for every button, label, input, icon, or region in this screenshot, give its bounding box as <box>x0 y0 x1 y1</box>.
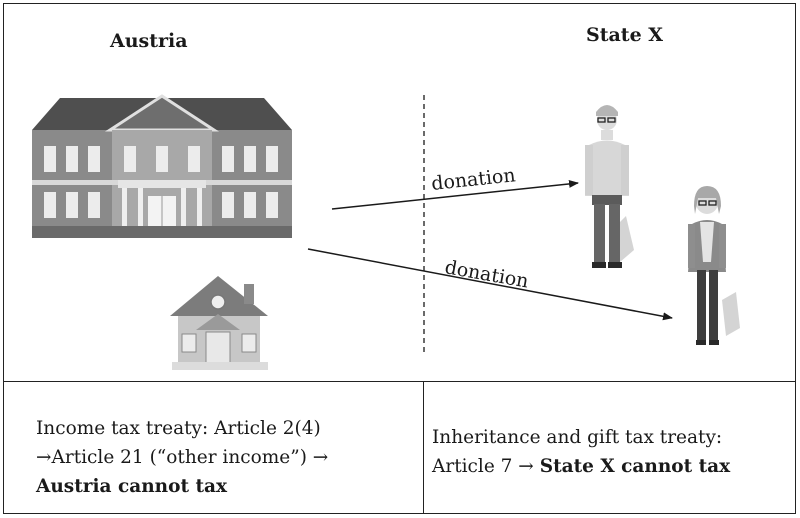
inheritance-conclusion: State X cannot tax <box>539 456 731 477</box>
vertical-divider <box>423 381 424 514</box>
income-tax-line-2: →Article 21 (“other income”) → <box>36 447 329 468</box>
donation-label-2: donation <box>443 256 530 292</box>
donation-arrow-2 <box>307 248 673 321</box>
inheritance-line-2: Article 7 → State X cannot tax <box>432 452 797 481</box>
donation-arrow-1 <box>331 179 579 210</box>
woman-icon <box>688 186 740 345</box>
horizontal-divider <box>3 381 796 382</box>
income-tax-treaty-text: Income tax treaty: Article 2(4) →Article… <box>36 414 416 501</box>
diagram-scene: donation donation <box>32 94 740 370</box>
income-tax-conclusion: Austria cannot tax <box>36 476 228 497</box>
income-tax-line-1: Income tax treaty: Article 2(4) <box>36 418 321 439</box>
diagram-frame <box>3 3 796 514</box>
mansion-icon <box>32 94 292 238</box>
inheritance-article-ref: Article 7 → <box>432 456 540 477</box>
inheritance-gift-treaty-text: Inheritance and gift tax treaty: Article… <box>432 423 797 481</box>
country-label-austria: Austria <box>110 30 188 52</box>
house-icon <box>170 276 268 370</box>
man-icon <box>585 105 634 268</box>
inheritance-line-1: Inheritance and gift tax treaty: <box>432 427 723 448</box>
country-label-state-x: State X <box>586 24 664 46</box>
